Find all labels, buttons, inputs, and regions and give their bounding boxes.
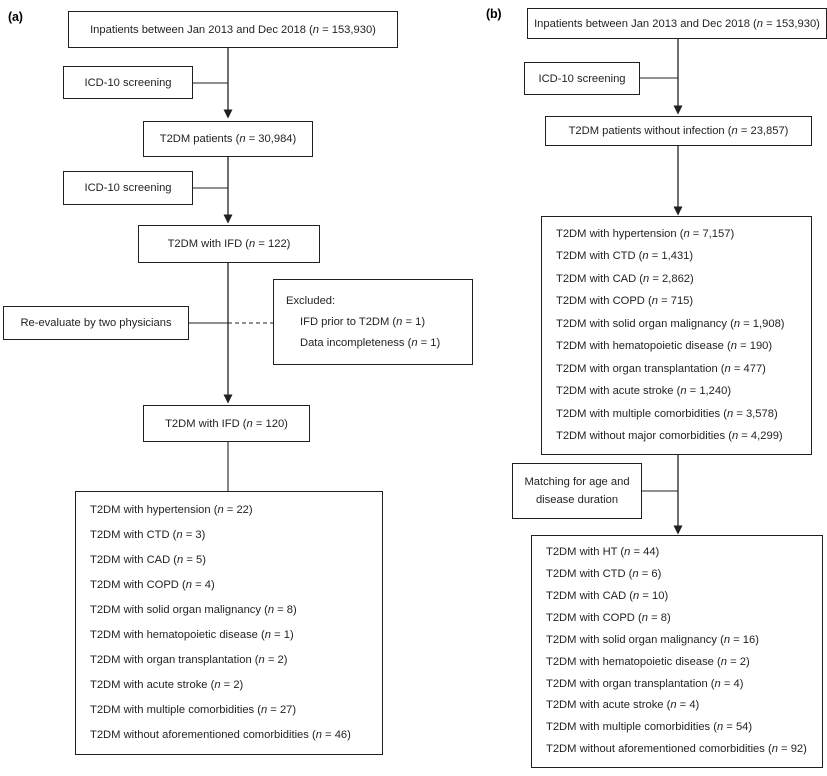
box-t2dm-ifd-122-text: T2DM with IFD (n = 122) <box>167 238 291 250</box>
box-matching: Matching for age and disease duration <box>512 463 642 519</box>
list-item: T2DM with CAD (n = 10) <box>546 590 669 602</box>
matching-line-2: disease duration <box>535 494 619 506</box>
matching-line-1: Matching for age and <box>524 476 630 488</box>
list-item: T2DM with hypertension (n = 7,157) <box>556 227 735 240</box>
list-item: T2DM with HT (n = 44) <box>546 546 660 559</box>
list-item: T2DM with multiple comorbidities (n = 27… <box>90 703 297 716</box>
list-item: T2DM with CTD (n = 1,431) <box>556 250 694 263</box>
box-inpatients-a: Inpatients between Jan 2013 and Dec 2018… <box>68 11 398 48</box>
list-item: T2DM with solid organ malignancy (n = 8) <box>90 603 297 616</box>
list-item: T2DM with CTD (n = 3) <box>90 528 206 541</box>
list-item: T2DM with organ transplantation (n = 4) <box>546 677 744 690</box>
list-item: T2DM with COPD (n = 715) <box>556 295 694 308</box>
box-t2dm-no-infection: T2DM patients without infection (n = 23,… <box>545 116 812 146</box>
box-inpatients-b-text: Inpatients between Jan 2013 and Dec 2018… <box>534 17 820 30</box>
list-item: T2DM with solid organ malignancy (n = 16… <box>546 633 759 646</box>
list-item: T2DM without aforementioned comorbiditie… <box>90 728 351 741</box>
excluded-item: Data incompleteness (n = 1) <box>300 337 441 350</box>
box-icd10-screening-a-1: ICD-10 screening <box>63 66 193 99</box>
list-item: T2DM with solid organ malignancy (n = 1,… <box>556 317 785 330</box>
box-t2dm-ifd-120-text: T2DM with IFD (n = 120) <box>165 417 288 430</box>
list-item: T2DM with acute stroke (n = 4) <box>546 699 700 712</box>
excluded-item: IFD prior to T2DM (n = 1) <box>300 315 426 328</box>
box-reevaluate-physicians: Re-evaluate by two physicians <box>3 306 189 340</box>
box-inpatients-b: Inpatients between Jan 2013 and Dec 2018… <box>527 8 827 39</box>
box-comorbidities-b-pre: T2DM with hypertension (n = 7,157) T2DM … <box>541 216 812 455</box>
box-icd10-screening-a-1-text: ICD-10 screening <box>84 76 172 89</box>
box-t2dm-no-infection-text: T2DM patients without infection (n = 23,… <box>568 125 789 137</box>
box-reevaluate-physicians-text: Re-evaluate by two physicians <box>20 317 172 329</box>
box-inpatients-a-text: Inpatients between Jan 2013 and Dec 2018… <box>90 23 376 36</box>
box-comorbidities-b-matched: T2DM with HT (n = 44) T2DM with CTD (n =… <box>531 535 823 768</box>
list-item: T2DM with acute stroke (n = 2) <box>90 678 244 691</box>
box-t2dm-patients-a-text: T2DM patients (n = 30,984) <box>159 133 297 145</box>
list-item: T2DM with CTD (n = 6) <box>546 568 662 581</box>
list-item: T2DM with hypertension (n = 22) <box>90 503 253 516</box>
list-item: T2DM without major comorbidities (n = 4,… <box>556 430 783 443</box>
list-item: T2DM with multiple comorbidities (n = 3,… <box>556 407 778 420</box>
box-icd10-screening-a-2: ICD-10 screening <box>63 171 193 205</box>
list-item: T2DM with hematopoietic disease (n = 2) <box>546 655 750 668</box>
list-item: T2DM with multiple comorbidities (n = 54… <box>546 721 753 734</box>
panel-label-a: (a) <box>8 10 23 24</box>
box-icd10-screening-a-2-text: ICD-10 screening <box>84 182 172 194</box>
box-t2dm-ifd-122: T2DM with IFD (n = 122) <box>138 225 320 263</box>
box-t2dm-ifd-120: T2DM with IFD (n = 120) <box>143 405 310 442</box>
list-item: T2DM without aforementioned comorbiditie… <box>546 743 807 756</box>
list-item: T2DM with organ transplantation (n = 477… <box>556 362 766 375</box>
list-item: T2DM with CAD (n = 2,862) <box>556 272 694 285</box>
list-item: T2DM with hematopoietic disease (n = 1) <box>90 628 294 641</box>
box-excluded: Excluded: IFD prior to T2DM (n = 1) Data… <box>273 279 473 365</box>
list-item: T2DM with hematopoietic disease (n = 190… <box>556 340 773 353</box>
list-item: T2DM with CAD (n = 5) <box>90 553 206 566</box>
box-icd10-screening-b-text: ICD-10 screening <box>538 72 626 85</box>
list-item: T2DM with COPD (n = 8) <box>546 611 671 624</box>
excluded-heading: Excluded: <box>286 294 336 307</box>
panel-label-b: (b) <box>486 7 502 21</box>
box-comorbidities-a: T2DM with hypertension (n = 22) T2DM wit… <box>75 491 383 755</box>
box-icd10-screening-b: ICD-10 screening <box>524 62 640 95</box>
list-item: T2DM with acute stroke (n = 1,240) <box>556 385 732 398</box>
list-item: T2DM with organ transplantation (n = 2) <box>90 653 288 666</box>
box-t2dm-patients-a: T2DM patients (n = 30,984) <box>143 121 313 157</box>
list-item: T2DM with COPD (n = 4) <box>90 578 215 591</box>
